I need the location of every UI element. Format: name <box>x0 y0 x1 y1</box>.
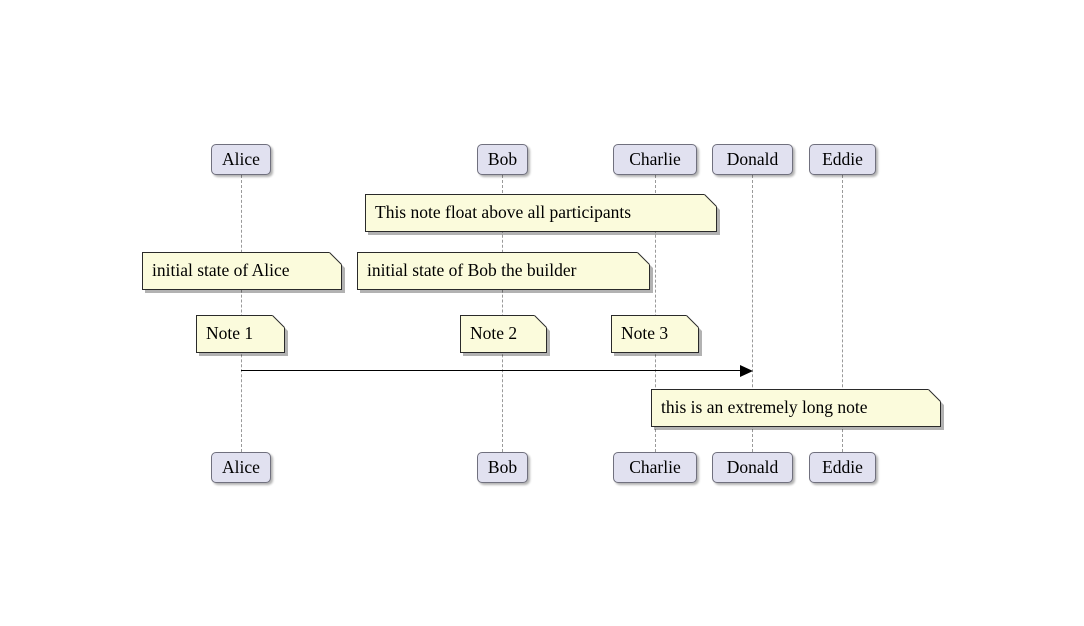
arrow-line-alice-to-donald[interactable] <box>241 370 741 371</box>
participant-top-eddie[interactable]: Eddie <box>809 144 876 175</box>
participant-top-alice[interactable]: Alice <box>211 144 271 175</box>
participant-top-bob[interactable]: Bob <box>477 144 528 175</box>
lifeline-charlie <box>655 175 656 452</box>
participant-bottom-alice[interactable]: Alice <box>211 452 271 483</box>
note-2[interactable]: Note 2 <box>460 315 547 353</box>
lifeline-alice <box>241 175 242 452</box>
participant-bottom-donald[interactable]: Donald <box>712 452 793 483</box>
note-1[interactable]: Note 1 <box>196 315 285 353</box>
note-long[interactable]: this is an extremely long note <box>651 389 941 427</box>
participant-bottom-charlie[interactable]: Charlie <box>613 452 697 483</box>
note-3[interactable]: Note 3 <box>611 315 699 353</box>
note-float-above[interactable]: This note float above all participants <box>365 194 717 232</box>
participant-top-donald[interactable]: Donald <box>712 144 793 175</box>
participant-top-charlie[interactable]: Charlie <box>613 144 697 175</box>
participant-bottom-eddie[interactable]: Eddie <box>809 452 876 483</box>
note-initial-bob[interactable]: initial state of Bob the builder <box>357 252 650 290</box>
lifeline-donald <box>752 175 753 452</box>
lifeline-bob <box>502 175 503 452</box>
note-initial-alice[interactable]: initial state of Alice <box>142 252 342 290</box>
participant-bottom-bob[interactable]: Bob <box>477 452 528 483</box>
lifeline-eddie <box>842 175 843 452</box>
arrow-head-donald <box>740 365 753 377</box>
